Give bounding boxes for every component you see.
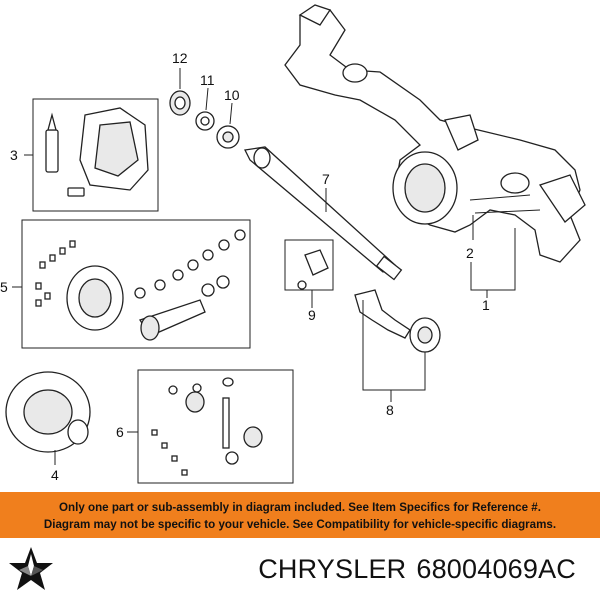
leader-lines: [12, 68, 516, 465]
callout-6: 6: [116, 424, 124, 440]
callout-8: 8: [386, 402, 394, 418]
callout-10: 10: [224, 87, 240, 103]
part-8-shaft-stub: [354, 289, 441, 353]
brand-name: CHRYSLER: [258, 554, 407, 584]
part-5-ring-pinion-kit: [21, 219, 251, 349]
callout-4: 4: [51, 467, 59, 483]
parts-diagram: 12 11 10 3 5 6 4 7 9 8 2 1: [0, 4, 586, 484]
part-4-differential-case: [5, 371, 91, 453]
part-6-gear-kit: [137, 369, 294, 484]
callout-9: 9: [308, 307, 316, 323]
part-number: 68004069AC: [416, 554, 576, 584]
part-11-bearing: [195, 111, 215, 131]
footer: CHRYSLER 68004069AC: [0, 538, 600, 600]
callout-11: 11: [200, 72, 215, 88]
part-12-seal: [169, 90, 191, 116]
callout-7: 7: [322, 171, 330, 187]
disclaimer-line-2: Diagram may not be specific to your vehi…: [43, 518, 557, 531]
part-7-axle-shaft: [244, 146, 403, 281]
callout-2: 2: [466, 245, 474, 261]
disclaimer-banner: Only one part or sub-assembly in diagram…: [0, 492, 600, 538]
part-3-cover-kit: [32, 98, 159, 212]
callout-labels: 12 11 10 3 5 6 4 7 9 8 2 1: [0, 50, 490, 483]
part-9-u-joint: [284, 239, 334, 291]
callout-12: 12: [172, 50, 188, 66]
pentastar-logo-icon: [9, 547, 53, 590]
callout-1: 1: [482, 297, 490, 313]
disclaimer-line-1: Only one part or sub-assembly in diagram…: [59, 501, 541, 514]
axle-housing: [284, 4, 586, 263]
callout-5: 5: [0, 279, 8, 295]
callout-3: 3: [10, 147, 18, 163]
brand-part-number: CHRYSLER 68004069AC: [258, 554, 586, 585]
part-10-seal: [216, 125, 240, 149]
